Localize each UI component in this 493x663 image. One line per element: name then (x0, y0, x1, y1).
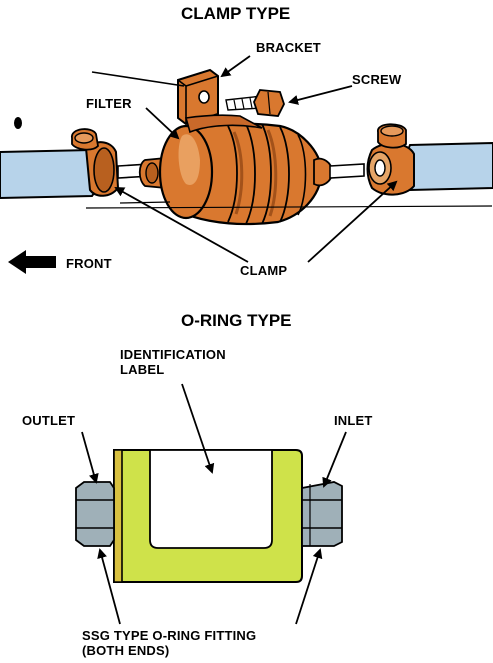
outlet-leader (81, 431, 99, 484)
right-clamp (366, 123, 415, 196)
clamp-leader-right (307, 180, 398, 263)
screw-leader (288, 85, 353, 105)
mounting-hole (14, 117, 22, 129)
inlet-nut (301, 481, 343, 547)
inlet-label: INLET (334, 413, 373, 428)
front-arrow (8, 250, 56, 274)
inlet-leader (322, 431, 347, 488)
bracket-extra-line (91, 71, 185, 87)
left-fuel-line (0, 148, 99, 200)
clamp-label: CLAMP (240, 263, 288, 278)
clamp-leader-left (114, 187, 249, 263)
filter-leader (145, 107, 180, 140)
screw (225, 89, 285, 117)
clamp-type-illustration (0, 55, 493, 274)
fitting-leader-right (295, 548, 323, 625)
front-label: FRONT (66, 256, 112, 271)
o-ring-type-illustration (75, 383, 347, 625)
bracket-label: BRACKET (256, 40, 321, 55)
identification-leader (181, 383, 215, 474)
ground-line (85, 205, 493, 209)
right-fuel-line (404, 141, 493, 192)
bracket-leader (220, 55, 251, 78)
filter-label: FILTER (86, 96, 132, 111)
o-ring-type-title: O-RING TYPE (181, 311, 292, 330)
filter-left-edge (113, 449, 123, 583)
o-ring-fitting-label: SSG TYPE O-RING FITTING (BOTH ENDS) (82, 628, 257, 658)
left-clamp (71, 128, 120, 197)
outlet-label: OUTLET (22, 413, 76, 428)
identification-label-text: IDENTIFICATION LABEL (120, 347, 226, 377)
screw-label: SCREW (352, 72, 402, 87)
outlet-nut (75, 481, 115, 547)
fitting-leader-left (97, 548, 121, 625)
filter-body (158, 122, 324, 226)
bracket (177, 68, 263, 134)
clamp-type-title: CLAMP TYPE (181, 4, 291, 23)
identification-window (149, 449, 273, 549)
